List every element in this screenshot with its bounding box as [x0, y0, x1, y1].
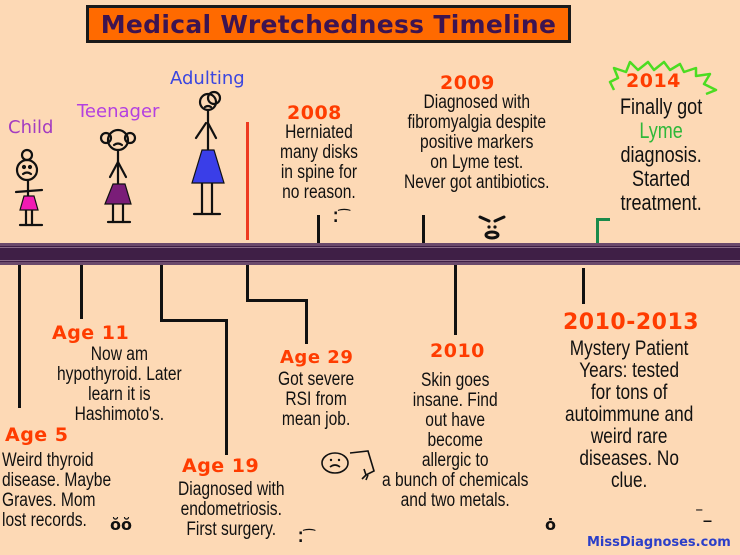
event-2010-connector: [454, 265, 457, 335]
hurt-hand-face-icon: [321, 450, 375, 481]
meh-face-icon: ⁻_: [695, 503, 712, 522]
lyme-word: Lyme: [639, 118, 683, 143]
stage-label-teenager: Teenager: [77, 101, 160, 122]
childhood-adulthood-divider: [246, 122, 249, 240]
event-2014-connector: [596, 218, 599, 243]
age19-heading: Age 19: [182, 455, 260, 477]
angry-sad-face-icon: ŏŏ: [110, 515, 132, 534]
child-stick-figure-icon: [14, 148, 44, 227]
timeline-bar: [0, 243, 740, 265]
event-2010-2013-heading: 2010-2013: [563, 310, 700, 335]
age29-connector-c: [305, 299, 308, 344]
event-2014-connector-arm: [596, 218, 610, 221]
angry-face-icon: [478, 215, 506, 240]
starburst-icon: [608, 60, 718, 96]
age19-connector-c: [225, 319, 228, 455]
sad-face-icon: ⁚⁀: [298, 530, 315, 546]
event-2009-heading: 2009: [440, 72, 495, 94]
age29-heading: Age 29: [280, 347, 354, 368]
title-banner: Medical Wretchedness Timeline: [86, 5, 571, 43]
age5-connector: [18, 265, 21, 408]
age19-connector-a: [160, 265, 163, 321]
teenager-stick-figure-icon: [99, 128, 137, 224]
event-2014-heading: 2014: [626, 70, 681, 92]
site-credit: MissDiagnoses.com: [587, 535, 731, 550]
event-2009-connector: [422, 215, 425, 243]
age19-connector-b: [160, 319, 227, 322]
stage-label-child: Child: [8, 117, 54, 138]
age29-connector-b: [246, 299, 308, 302]
event-2010-2013-connector: [582, 268, 585, 304]
shocked-face-icon: ȯ: [545, 515, 556, 534]
event-2010-heading: 2010: [430, 340, 485, 362]
adult-stick-figure-icon: [191, 90, 225, 216]
sad-face-icon: ⁚⁀: [333, 210, 350, 226]
age5-heading: Age 5: [5, 424, 69, 446]
age29-connector-a: [246, 265, 249, 301]
age11-connector: [80, 265, 83, 319]
event-2008-connector: [317, 215, 320, 243]
event-2014-text: Finally got Lyme diagnosis.Started treat…: [620, 94, 703, 215]
page-title: Medical Wretchedness Timeline: [100, 9, 557, 39]
age11-heading: Age 11: [52, 322, 130, 344]
stage-label-adulting: Adulting: [170, 68, 245, 89]
event-2008-heading: 2008: [287, 102, 342, 124]
